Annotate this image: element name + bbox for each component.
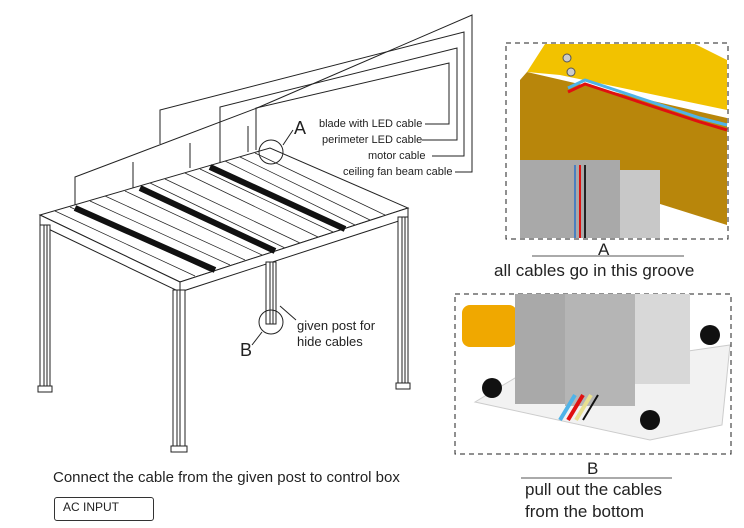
detail-b-image [454,293,732,455]
detail-b-letter: B [587,459,599,478]
motor-cable-label: motor cable [368,150,426,162]
marker-b: B [240,340,253,360]
post-note-line2: hide cables [297,334,363,349]
marker-a: A [294,118,307,138]
perimeter-led-cable-label: perimeter LED cable [322,134,423,146]
cable-routing-lines [74,14,473,205]
pergola-posts [37,216,411,453]
detail-a-letter: A [598,240,610,259]
ceiling-fan-beam-cable-label: ceiling fan beam cable [343,166,453,178]
instruction-text: Connect the cable from the given post to… [53,469,400,486]
detail-b-caption-line2: from the bottom [525,502,645,521]
ac-input-box: AC INPUT [54,497,154,521]
post-note-line1: given post for [297,318,376,333]
detail-a-circle [258,139,284,165]
detail-b-caption-line1: pull out the cables [525,480,663,499]
detail-b-circle [258,309,284,335]
detail-a-image [505,42,729,240]
detail-a-caption: all cables go in this groove [494,261,695,280]
blade-led-cable-label: blade with LED cable [319,118,423,130]
